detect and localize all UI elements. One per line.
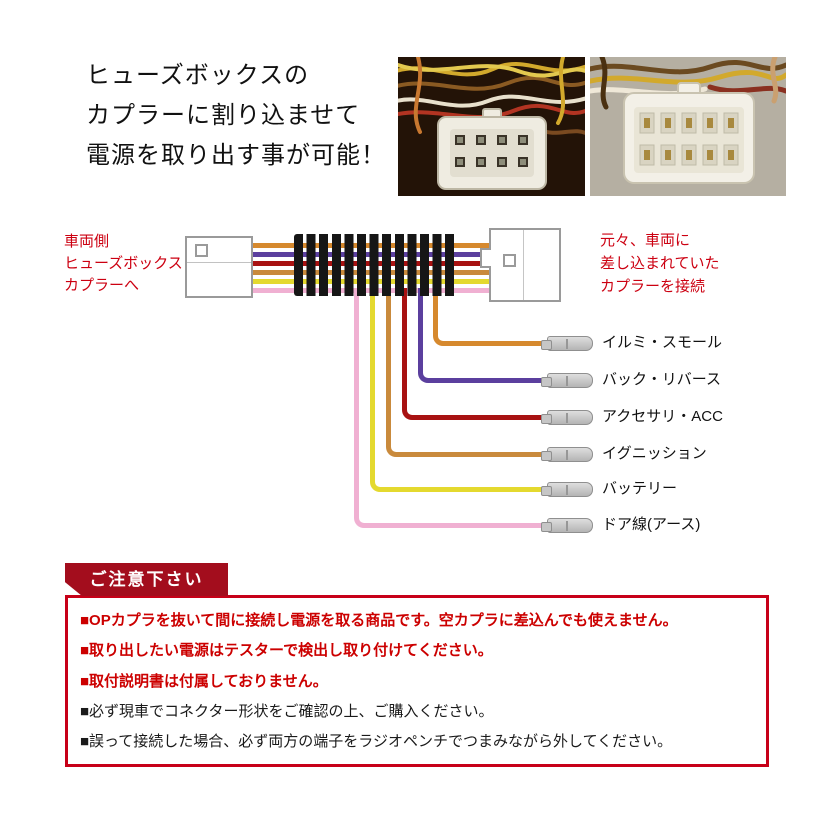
label-vehicle-side-line-3: カプラーへ (64, 277, 140, 294)
branch-label-acc: アクセサリ・ACC (602, 408, 723, 425)
notice-item-2: ■取り出したい電源はテスターで検出し取り付けてください。 (80, 642, 493, 660)
connector-seam (187, 262, 251, 263)
connector-latch (503, 254, 516, 267)
photo-vehicle-coupler (590, 57, 786, 196)
spade-terminal-icon (541, 410, 593, 425)
branch-wire-door-ground (354, 288, 547, 528)
spade-terminal-icon (541, 482, 593, 497)
headline-line-3: 電源を取り出す事が可能！ (86, 142, 386, 169)
branch-wire-battery (370, 288, 547, 492)
branch-wire-reverse (418, 288, 547, 383)
branch-label-ignition: イグニッション (602, 445, 707, 462)
notice-item-5: ■誤って接続した場合、必ず両方の端子をラジオペンチでつまみながら外してください。 (80, 733, 673, 750)
branch-wire-illumination (433, 288, 547, 346)
headline-line-1: ヒューズボックスの (86, 62, 310, 89)
connector-tab (480, 248, 491, 268)
spade-terminal-icon (541, 373, 593, 388)
connector-latch (195, 244, 208, 257)
branch-wire-ignition (386, 288, 547, 457)
label-vehicle-side-line-1: 車両側 (64, 233, 110, 250)
label-original-coupler: 元々、車両に 差し込まれていた カプラーを接続 (600, 229, 720, 298)
notice-banner: ご注意下さい (65, 563, 228, 596)
spade-terminal-icon (541, 447, 593, 462)
headline: ヒューズボックスの カプラーに割り込ませて 電源を取り出す事が可能！ (86, 56, 386, 176)
vehicle-side-connector (480, 228, 561, 302)
label-original-coupler-line-2: 差し込まれていた (600, 255, 720, 272)
branch-label-door-ground: ドア線(アース) (602, 516, 701, 533)
corrugated-tube (294, 234, 458, 296)
branch-label-battery: バッテリー (602, 480, 678, 497)
spade-terminal-icon (541, 518, 593, 533)
fusebox-side-connector (185, 236, 253, 298)
branch-label-illumination: イルミ・スモール (602, 334, 723, 351)
label-vehicle-side-line-2: ヒューズボックス (64, 255, 183, 272)
connector-seam (523, 230, 524, 300)
branch-wire-acc (402, 288, 547, 420)
notice-item-1: ■OPカプラを抜いて間に接続し電源を取る商品です。空カプラに差込んでも使えません… (80, 612, 678, 629)
notice-box: ■OPカプラを抜いて間に接続し電源を取る商品です。空カプラに差込んでも使えません… (65, 595, 769, 767)
vehicle-coupler-photo-art (590, 57, 786, 196)
fusebox-coupler-photo-art (398, 57, 585, 196)
photo-fusebox-coupler (398, 57, 585, 196)
headline-line-2: カプラーに割り込ませて (86, 102, 361, 129)
notice-item-3: ■取付説明書は付属しておりません。 (80, 672, 328, 690)
branch-label-reverse: バック・リバース (602, 371, 721, 388)
label-vehicle-side: 車両側 ヒューズボックス カプラーへ (64, 231, 183, 297)
label-original-coupler-line-1: 元々、車両に (600, 232, 691, 249)
notice-item-4: ■必ず現車でコネクター形状をご確認の上、ご購入ください。 (80, 702, 494, 720)
spade-terminal-icon (541, 336, 593, 351)
label-original-coupler-line-3: カプラーを接続 (600, 278, 706, 295)
